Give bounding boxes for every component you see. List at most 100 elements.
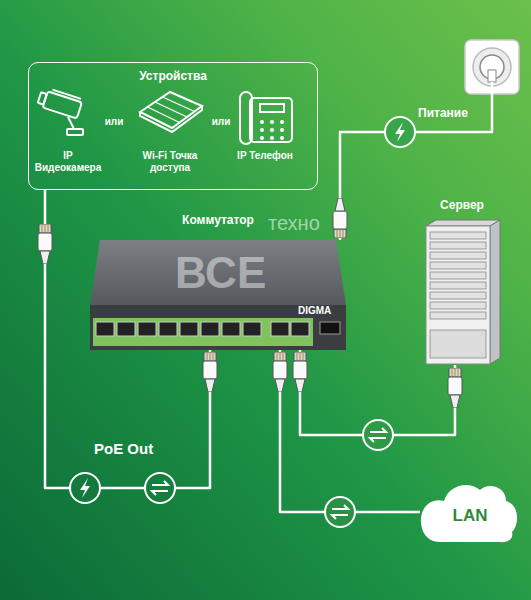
access-point-icon (148, 107, 180, 123)
device-label: IP Телефон (232, 150, 298, 162)
power-symbol (385, 117, 415, 147)
switch-body (90, 240, 346, 350)
watermark: техно (268, 212, 320, 235)
switch-body (96, 322, 114, 336)
data-symbol (363, 420, 393, 450)
switch-body (96, 322, 309, 336)
node-title: Wi-Fi Точка доступа (131, 150, 209, 174)
rj45-plug (203, 352, 217, 392)
phone-icon (260, 104, 284, 112)
separator-word: или (105, 116, 124, 127)
data-symbol (152, 481, 168, 495)
data-symbol (332, 505, 348, 519)
rj45-plug (273, 352, 287, 392)
node-title: Устройства (29, 69, 317, 83)
switch-body (117, 322, 135, 336)
server-rack (430, 312, 486, 319)
phone-icon (260, 120, 284, 140)
port-label: PoE Out (94, 440, 153, 457)
switch-body (320, 322, 340, 334)
power-source: Питание (418, 36, 522, 128)
phone-icon (250, 98, 292, 142)
lan-cloud: LAN (420, 478, 520, 544)
camera-icon (68, 117, 74, 129)
server-rack (426, 226, 490, 364)
power-symbol (70, 473, 100, 503)
device-label: Wi-Fi Точка доступа (131, 150, 209, 174)
switch-body (159, 322, 177, 336)
power-socket (473, 48, 511, 86)
brand-name: DIGMA (298, 306, 331, 316)
rj45-plug (38, 224, 52, 264)
rj45-plug (293, 352, 307, 392)
camera-icon (37, 87, 83, 119)
device-label: IP Видеокамера (32, 150, 104, 174)
switch-body (291, 322, 309, 336)
switch-body (222, 322, 240, 336)
data-symbol (145, 473, 175, 503)
power-symbol (70, 473, 100, 503)
server-rack (430, 272, 486, 279)
node-title: Сервер (412, 198, 512, 212)
server: Сервер (422, 222, 502, 365)
power-symbol (80, 478, 90, 498)
rj45-plug (333, 198, 347, 238)
server-rack (430, 330, 486, 358)
phone-icon (260, 136, 264, 140)
cable (280, 350, 420, 512)
rj45-plug (38, 198, 462, 408)
phone-icon (260, 120, 264, 124)
server-rack (430, 302, 486, 309)
phone-icon (280, 120, 284, 124)
switch-body (90, 305, 346, 350)
phone-icon (270, 120, 274, 124)
data-symbol (325, 497, 355, 527)
node-title: Питание (418, 106, 468, 120)
cable (340, 128, 492, 240)
data-symbol (145, 473, 175, 503)
server-rack (430, 292, 486, 299)
camera-icon (67, 129, 83, 135)
switch-body (271, 322, 289, 336)
switch-body (243, 322, 261, 336)
server-rack (430, 242, 486, 249)
switch-body (90, 240, 346, 305)
power-socket (491, 82, 494, 129)
phone-icon (260, 128, 264, 132)
cable (45, 190, 210, 488)
camera-icon (37, 87, 83, 135)
phone-icon (280, 136, 284, 140)
power-socket (465, 40, 519, 129)
phone-icon (270, 128, 274, 132)
watermark: ВСЕ (175, 248, 266, 298)
node-title: LAN (420, 506, 520, 526)
power-symbol (395, 122, 405, 142)
server-rack (430, 252, 486, 259)
power-symbol (385, 117, 415, 147)
phone-icon (240, 92, 292, 144)
access-point-icon (140, 92, 202, 128)
camera-icon (43, 91, 82, 118)
phone-icon (270, 136, 274, 140)
server-rack (490, 220, 500, 364)
rj45-plug (448, 368, 462, 408)
server-rack (426, 220, 500, 226)
access-point-icon (155, 102, 187, 117)
server-rack (426, 220, 500, 364)
switch-body (180, 322, 198, 336)
phone-icon (240, 92, 252, 144)
server-rack (430, 282, 486, 289)
data-symbol (363, 420, 393, 450)
data-symbol (370, 428, 386, 442)
device-group: Устройства IP Видеокамера Wi-Fi Точка дост… (28, 62, 318, 190)
switch-body (138, 322, 156, 336)
server-rack (430, 232, 486, 239)
node-title: IP Телефон (232, 150, 298, 162)
camera-icon (52, 90, 81, 99)
power-socket (488, 70, 496, 82)
node-title: IP Видеокамера (32, 150, 104, 174)
phone-icon (280, 128, 284, 132)
